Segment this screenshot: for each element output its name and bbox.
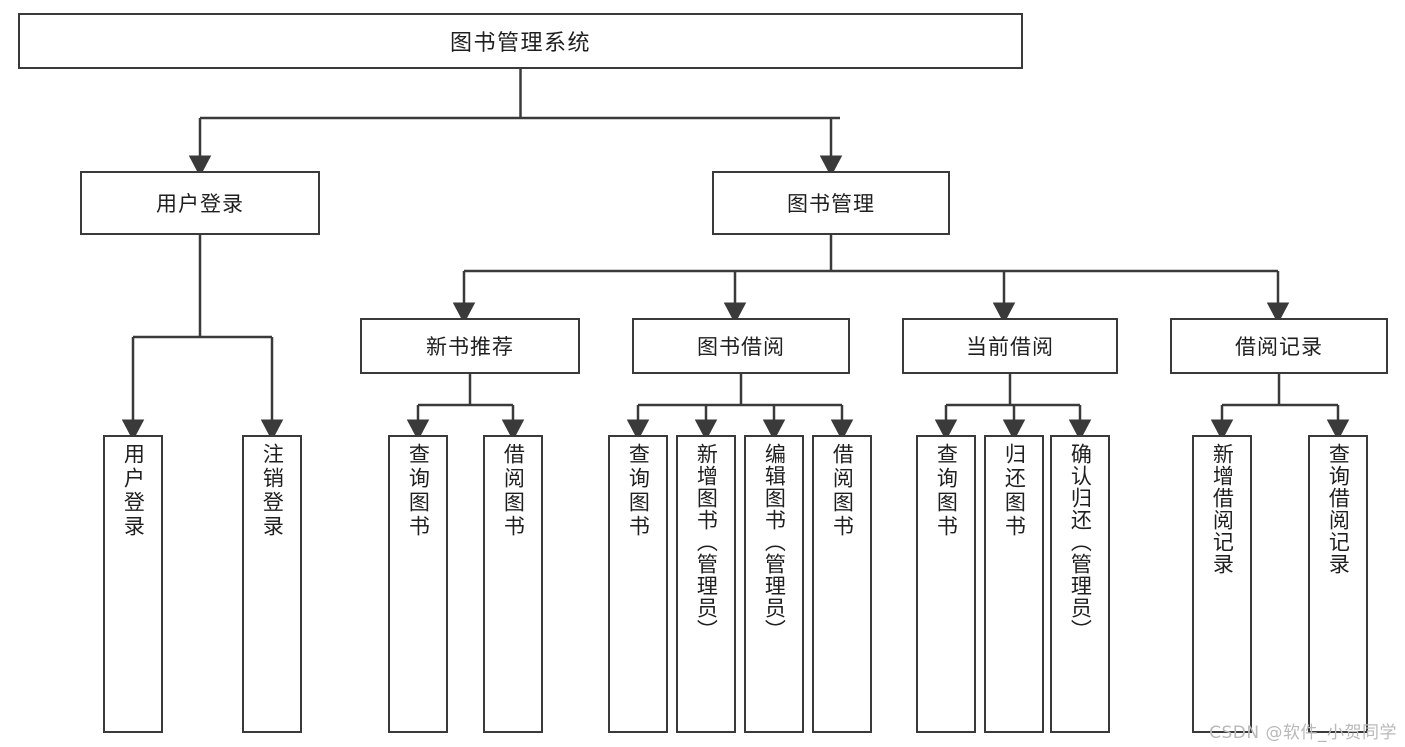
node-new-book-rec[interactable]: 新书推荐 [360,318,580,374]
node-leaf-add-record-label: 新增借阅记录 [1210,443,1235,575]
node-leaf-query-book-1[interactable]: 查询图书 [388,435,448,733]
node-leaf-add-record[interactable]: 新增借阅记录 [1192,435,1252,733]
node-leaf-query-record[interactable]: 查询借阅记录 [1308,435,1368,733]
node-leaf-confirm-return[interactable]: 确认归还（管理员） [1050,435,1110,733]
node-book-manage-label: 图书管理 [787,192,875,216]
node-leaf-return-book[interactable]: 归还图书 [984,435,1044,733]
node-leaf-logout-label: 注销登录 [260,443,285,539]
node-book-manage[interactable]: 图书管理 [712,171,950,235]
node-leaf-borrow-book-1-label: 借阅图书 [501,443,526,539]
node-leaf-user-login[interactable]: 用户登录 [103,435,163,733]
node-leaf-edit-book[interactable]: 编辑图书（管理员） [744,435,804,733]
node-leaf-return-book-label: 归还图书 [1002,443,1027,539]
node-leaf-query-book-3[interactable]: 查询图书 [916,435,976,733]
node-leaf-borrow-book-1[interactable]: 借阅图书 [483,435,543,733]
node-leaf-query-record-label: 查询借阅记录 [1326,443,1351,575]
node-current-borrow-label: 当前借阅 [966,335,1054,359]
node-borrow-record[interactable]: 借阅记录 [1170,318,1388,374]
node-current-borrow[interactable]: 当前借阅 [902,318,1118,374]
node-root[interactable]: 图书管理系统 [18,13,1023,69]
node-user-login-label: 用户登录 [156,192,244,216]
node-borrow-record-label: 借阅记录 [1235,335,1323,359]
node-leaf-edit-book-label: 编辑图书（管理员） [762,443,787,641]
node-leaf-confirm-return-label: 确认归还（管理员） [1068,443,1093,641]
node-leaf-add-book-label: 新增图书（管理员） [694,443,719,641]
node-leaf-query-book-3-label: 查询图书 [934,443,959,539]
node-book-borrow-label: 图书借阅 [697,335,785,359]
node-root-label: 图书管理系统 [449,31,591,56]
node-leaf-borrow-book-2-label: 借阅图书 [830,443,855,539]
node-leaf-logout[interactable]: 注销登录 [242,435,302,733]
node-leaf-user-login-label: 用户登录 [121,443,146,539]
watermark: CSDN @软件_小贺同学 [1209,723,1397,743]
node-leaf-borrow-book-2[interactable]: 借阅图书 [812,435,872,733]
node-leaf-query-book-2-label: 查询图书 [626,443,651,539]
node-leaf-query-book-2[interactable]: 查询图书 [608,435,668,733]
node-user-login[interactable]: 用户登录 [80,171,320,235]
node-book-borrow[interactable]: 图书借阅 [632,318,850,374]
node-leaf-add-book[interactable]: 新增图书（管理员） [676,435,736,733]
node-leaf-query-book-1-label: 查询图书 [406,443,431,539]
node-new-book-rec-label: 新书推荐 [426,335,514,359]
